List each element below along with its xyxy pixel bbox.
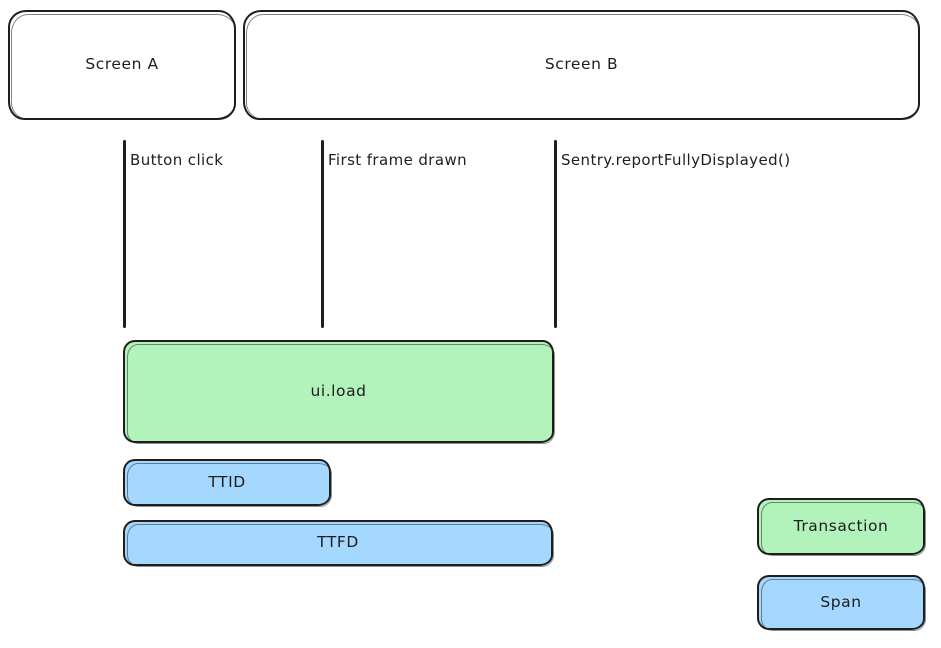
- legend-label-span: Span: [820, 592, 862, 611]
- marker-line-report-fully-displayed: [554, 140, 557, 328]
- bar-ttid[interactable]: TTID: [123, 459, 332, 507]
- screen-b-label: Screen B: [544, 55, 619, 74]
- screen-b-box[interactable]: Screen B: [243, 10, 920, 120]
- bar-ttfd-label: TTFD: [317, 533, 359, 552]
- bar-ui-load[interactable]: ui.load: [123, 340, 555, 444]
- legend-item-transaction[interactable]: Transaction: [757, 498, 926, 556]
- bar-ttid-label: TTID: [208, 472, 246, 491]
- screen-a-label: Screen A: [85, 55, 159, 74]
- marker-label-first-frame-drawn: First frame drawn: [328, 151, 468, 169]
- marker-line-first-frame-drawn: [321, 140, 324, 328]
- bar-ui-load-label: ui.load: [310, 381, 367, 400]
- bar-ttfd[interactable]: TTFD: [123, 520, 554, 567]
- screen-a-box[interactable]: Screen A: [8, 10, 236, 120]
- marker-label-report-fully-displayed: Sentry.reportFullyDisplayed(): [561, 151, 791, 169]
- marker-label-button-click: Button click: [130, 151, 224, 169]
- legend-label-transaction: Transaction: [793, 516, 889, 535]
- marker-line-button-click: [123, 140, 126, 328]
- legend-item-span[interactable]: Span: [757, 575, 926, 631]
